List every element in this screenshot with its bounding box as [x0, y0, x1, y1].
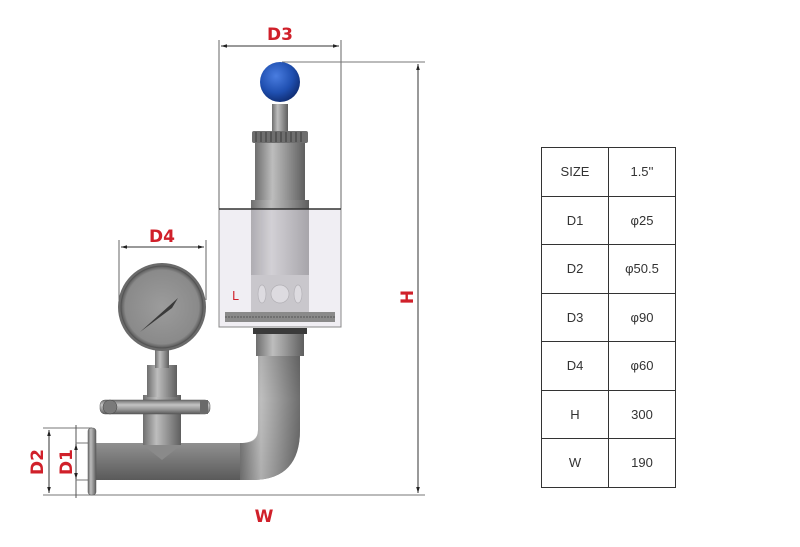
d3-dimension: D3	[218, 25, 342, 210]
h-dimension: H	[80, 61, 425, 496]
ball-knob	[260, 62, 300, 102]
param-cell: D4	[541, 341, 609, 391]
h-label: H	[398, 290, 418, 304]
value-cell: φ60	[608, 341, 676, 391]
value-cell: 300	[608, 389, 676, 439]
param-cell: W	[541, 438, 609, 488]
param-cell: H	[541, 389, 609, 439]
table-row: D4 φ60	[541, 341, 676, 391]
table-row: D1 φ25	[541, 195, 676, 245]
table-row: D3 φ90	[541, 292, 676, 342]
gauge-needle-icon	[140, 298, 178, 332]
ferrule-flange	[87, 427, 97, 496]
param-cell: D1	[541, 195, 609, 245]
pressure-gauge	[118, 263, 206, 351]
d1-label: D1	[57, 449, 77, 475]
table-row: W 190	[541, 438, 676, 488]
d4-dimension: D4	[118, 227, 207, 300]
level-mark-label: L	[232, 289, 239, 303]
param-cell: D2	[541, 244, 609, 294]
table-row: D2 φ50.5	[541, 244, 676, 294]
d3-label: D3	[267, 25, 293, 45]
tri-clamp	[99, 399, 211, 415]
param-cell: SIZE	[541, 147, 609, 197]
d4-label: D4	[149, 227, 175, 247]
elbow-pipe	[95, 355, 300, 480]
value-cell: φ25	[608, 195, 676, 245]
d2-d1-dimensions: D2 D1	[28, 425, 92, 498]
value-cell: 1.5''	[608, 147, 676, 197]
table-row: SIZE 1.5''	[541, 147, 676, 197]
d2-label: D2	[28, 449, 48, 475]
spec-table: SIZE 1.5'' D1 φ25 D2 φ50.5 D3 φ90 D4 φ60…	[541, 147, 676, 488]
w-label: W	[255, 507, 274, 527]
table-row: H 300	[541, 389, 676, 439]
sight-glass: L	[218, 208, 342, 328]
value-cell: φ90	[608, 292, 676, 342]
param-cell: D3	[541, 292, 609, 342]
value-cell: 190	[608, 438, 676, 488]
value-cell: φ50.5	[608, 244, 676, 294]
